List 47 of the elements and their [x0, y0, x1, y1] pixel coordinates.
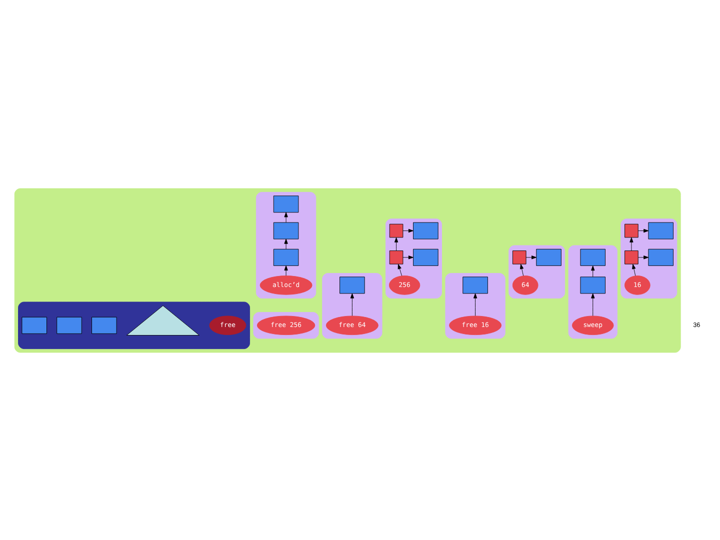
- arrow: [638, 255, 649, 259]
- cluster: [256, 191, 316, 298]
- arrow: [284, 238, 288, 249]
- arrow: [402, 255, 414, 259]
- node-box: [648, 222, 674, 239]
- node-box: [92, 316, 117, 334]
- node-box: [624, 250, 638, 264]
- node-box: [536, 248, 562, 266]
- arrow: [394, 236, 398, 250]
- node-box: [56, 316, 82, 334]
- arrow: [284, 264, 288, 276]
- cluster: [18, 301, 250, 349]
- node-triangle: [126, 304, 200, 335]
- cluster: [568, 244, 618, 338]
- node-box: [273, 195, 299, 212]
- node-box: [22, 316, 47, 334]
- cluster: [508, 244, 566, 298]
- node-box: [389, 223, 404, 238]
- node-box: [273, 222, 299, 239]
- node-box: [273, 248, 299, 266]
- node-box: [462, 276, 488, 294]
- node-box: [580, 248, 606, 266]
- node-box: [580, 276, 606, 294]
- node-box: [340, 276, 365, 294]
- cluster: [445, 272, 506, 338]
- arrow: [591, 265, 595, 277]
- node-box: [512, 250, 526, 264]
- arrow: [402, 228, 414, 232]
- arrow: [632, 264, 636, 276]
- node-box: [624, 223, 638, 238]
- cluster: [14, 188, 681, 352]
- node-box: [648, 248, 674, 266]
- cluster: [386, 218, 442, 298]
- cluster: [620, 218, 678, 298]
- node-box: [413, 222, 438, 239]
- node-box: [389, 250, 404, 264]
- node-box: [413, 248, 438, 266]
- arrow: [473, 292, 478, 316]
- arrow: [520, 264, 524, 276]
- arrow: [638, 228, 649, 232]
- cluster: [322, 272, 382, 338]
- arrow: [526, 255, 537, 259]
- arrow: [630, 236, 634, 250]
- arrow: [591, 292, 595, 316]
- arrow: [350, 292, 354, 316]
- arrow: [398, 264, 402, 276]
- arrow: [284, 212, 288, 222]
